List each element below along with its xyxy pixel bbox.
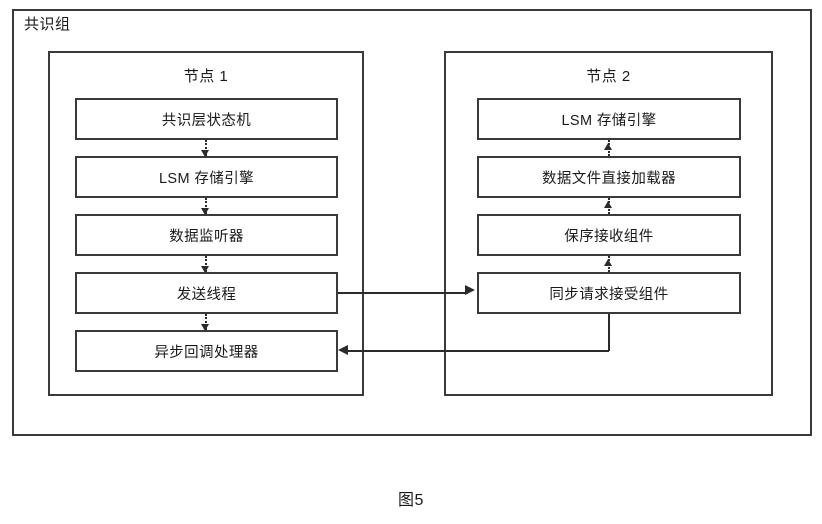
consensus-group-frame — [12, 9, 812, 436]
node-2-box-ordered-receive-component[interactable]: 保序接收组件 — [477, 214, 741, 256]
node-1-box-data-listener[interactable]: 数据监听器 — [75, 214, 338, 256]
figure-caption: 图5 — [398, 492, 424, 509]
sync-response-link-vertical — [608, 314, 610, 351]
consensus-group-label: 共识组 — [24, 16, 71, 33]
node-2-frame: 节点 2 — [444, 51, 773, 396]
node-2-box-data-file-direct-loader[interactable]: 数据文件直接加载器 — [477, 156, 741, 198]
node-2-box-lsm-storage-engine[interactable]: LSM 存储引擎 — [477, 98, 741, 140]
node-1-title: 节点 1 — [183, 68, 229, 85]
node-1-box-lsm-storage-engine[interactable]: LSM 存储引擎 — [75, 156, 338, 198]
sync-response-link-horizontal — [347, 350, 609, 352]
sync-request-link-line — [338, 292, 466, 294]
node-1-frame: 节点 1 — [48, 51, 364, 396]
sync-request-arrowhead — [465, 285, 475, 295]
sync-response-arrowhead — [338, 345, 348, 355]
node-2-title: 节点 2 — [586, 68, 631, 85]
node-1-box-send-thread[interactable]: 发送线程 — [75, 272, 338, 314]
node-2-box-sync-request-receiver[interactable]: 同步请求接受组件 — [477, 272, 741, 314]
node-1-box-consensus-state-machine[interactable]: 共识层状态机 — [75, 98, 338, 140]
node-1-box-async-callback-handler[interactable]: 异步回调处理器 — [75, 330, 338, 372]
